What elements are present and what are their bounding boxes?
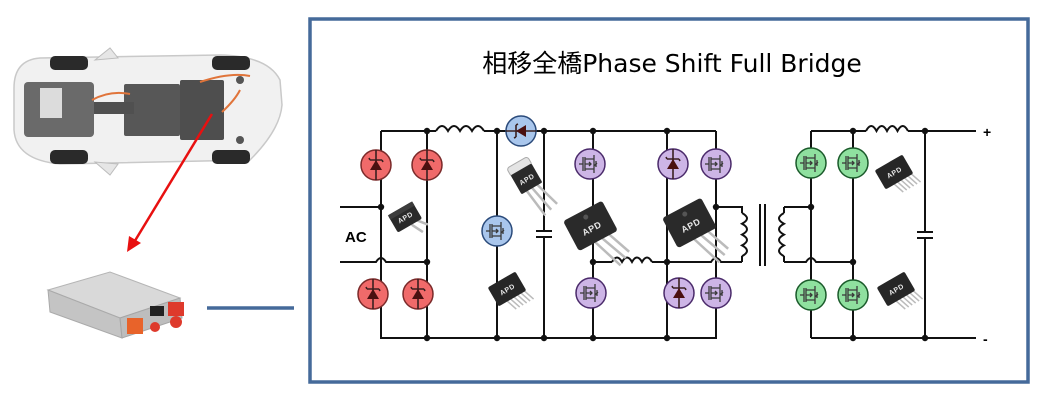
wheel-rear-left [212, 56, 250, 70]
output-negative-label: - [983, 331, 988, 347]
charger-black-connector [150, 306, 164, 316]
diagram-title: 相移全橋Phase Shift Full Bridge [482, 49, 862, 78]
bridge-mosfet-q3 [575, 277, 607, 309]
suspension-rear-left [236, 76, 244, 84]
pfc-power-package: APD [488, 272, 535, 310]
charger-red-connector-1 [168, 302, 184, 316]
rectifier-diode-4 [402, 278, 434, 310]
arrow-line [131, 113, 214, 245]
bridge-diode-d2 [663, 277, 695, 309]
bridge-mosfet-q2 [700, 148, 732, 180]
charger-red-connector-2 [170, 316, 182, 328]
junction-dots [377, 127, 929, 342]
charger-red-connector-3 [150, 322, 160, 332]
arrow-head-icon [127, 236, 141, 252]
to220-chip-package: APD [507, 157, 558, 217]
electric-vehicle-illustration [13, 47, 283, 176]
to247-chip-package-2: APD [663, 198, 729, 264]
pfc-mosfet [481, 215, 513, 247]
wheel-front-right [50, 150, 88, 164]
motor-detail [40, 88, 62, 118]
bridge-diode-d1 [657, 148, 689, 180]
bridge-mosfet-q1 [574, 148, 606, 180]
diagram-frame [308, 17, 1030, 384]
charger-orange-connector [127, 318, 143, 334]
sr-power-package-1: APD [875, 155, 922, 193]
rectifier-diode-3 [357, 278, 389, 310]
rectifier-diode-1 [360, 149, 392, 181]
battery-rear [180, 80, 224, 140]
onboard-charger-illustration [46, 271, 184, 339]
sr-power-package-2: APD [877, 272, 924, 310]
wheel-front-left [50, 56, 88, 70]
bridge-mosfet-q4 [700, 277, 732, 309]
pointer-arrow [127, 113, 214, 252]
sr-mosfet-2 [837, 147, 869, 179]
wheel-rear-right [212, 150, 250, 164]
rectifier-chip-package: APD [387, 201, 429, 234]
output-positive-label: + [983, 124, 991, 140]
transformer [739, 204, 787, 266]
sr-mosfet-3 [795, 279, 827, 311]
center-tunnel [94, 102, 134, 114]
capacitor-output [917, 231, 933, 239]
sr-mosfet-4 [837, 279, 869, 311]
suspension-rear-right [236, 136, 244, 144]
hv-cables [91, 73, 251, 113]
sr-mosfet-1 [795, 147, 827, 179]
capacitor-pfc [536, 230, 552, 238]
to247-chip-package-1: APD [564, 201, 630, 267]
battery-pack [124, 84, 180, 136]
pfc-diode [505, 115, 537, 147]
rectifier-diode-2 [411, 149, 443, 181]
circuit-wires [340, 125, 976, 339]
ac-input-label: AC [345, 229, 367, 246]
car-mirrors [93, 47, 119, 176]
